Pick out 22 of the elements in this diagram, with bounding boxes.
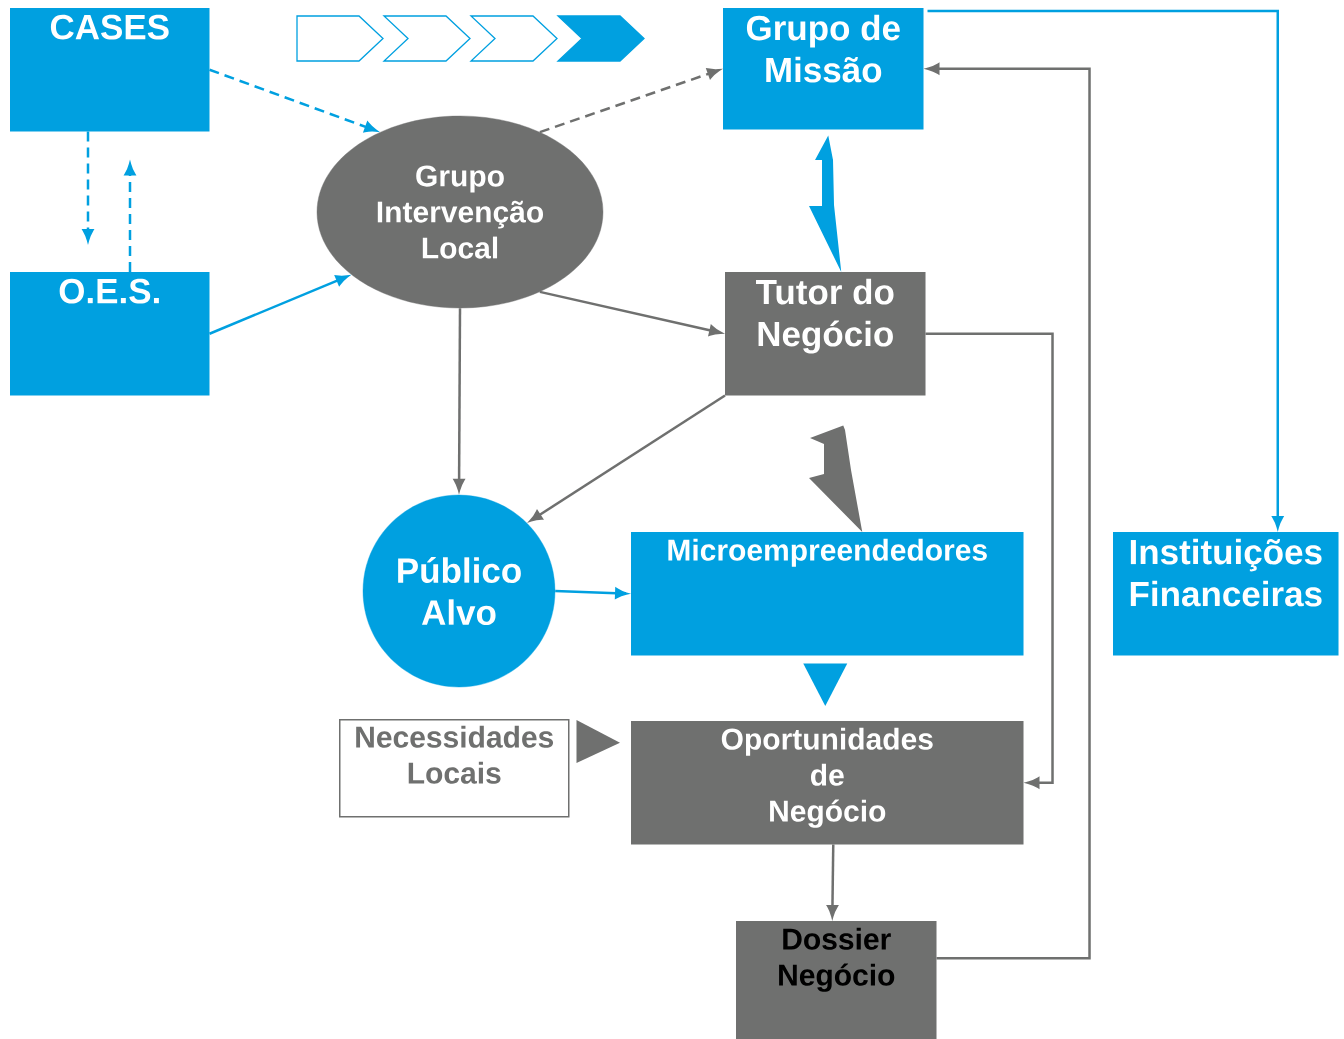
arrow: [539, 68, 720, 134]
lightning-arrow: [809, 135, 842, 272]
arrow: [555, 587, 628, 599]
process-box: Grupo de Missão: [723, 8, 924, 130]
process-box: O.E.S.: [10, 272, 210, 396]
process-box: CASES: [10, 8, 210, 132]
process-box: Oportunidades de Negócio: [631, 721, 1024, 845]
process-box: Microempreendedores: [631, 532, 1024, 656]
circle-node: Público Alvo: [362, 494, 556, 688]
triangle-arrow: [576, 720, 620, 763]
arrow: [209, 68, 377, 133]
process-box: Tutor do Negócio: [725, 272, 926, 396]
arrow: [82, 131, 94, 242]
process-box: Dossier Negócio: [736, 921, 937, 1039]
process-box: Necessidades Locais: [339, 719, 570, 818]
arrow: [529, 394, 726, 522]
ellipse-node: Grupo Intervenção Local: [316, 115, 604, 309]
arrow: [453, 308, 465, 492]
arrow: [209, 275, 349, 335]
process-box: Instituições Financeiras: [1113, 532, 1339, 656]
arrow: [826, 844, 838, 918]
triangle-arrow: [803, 663, 848, 706]
